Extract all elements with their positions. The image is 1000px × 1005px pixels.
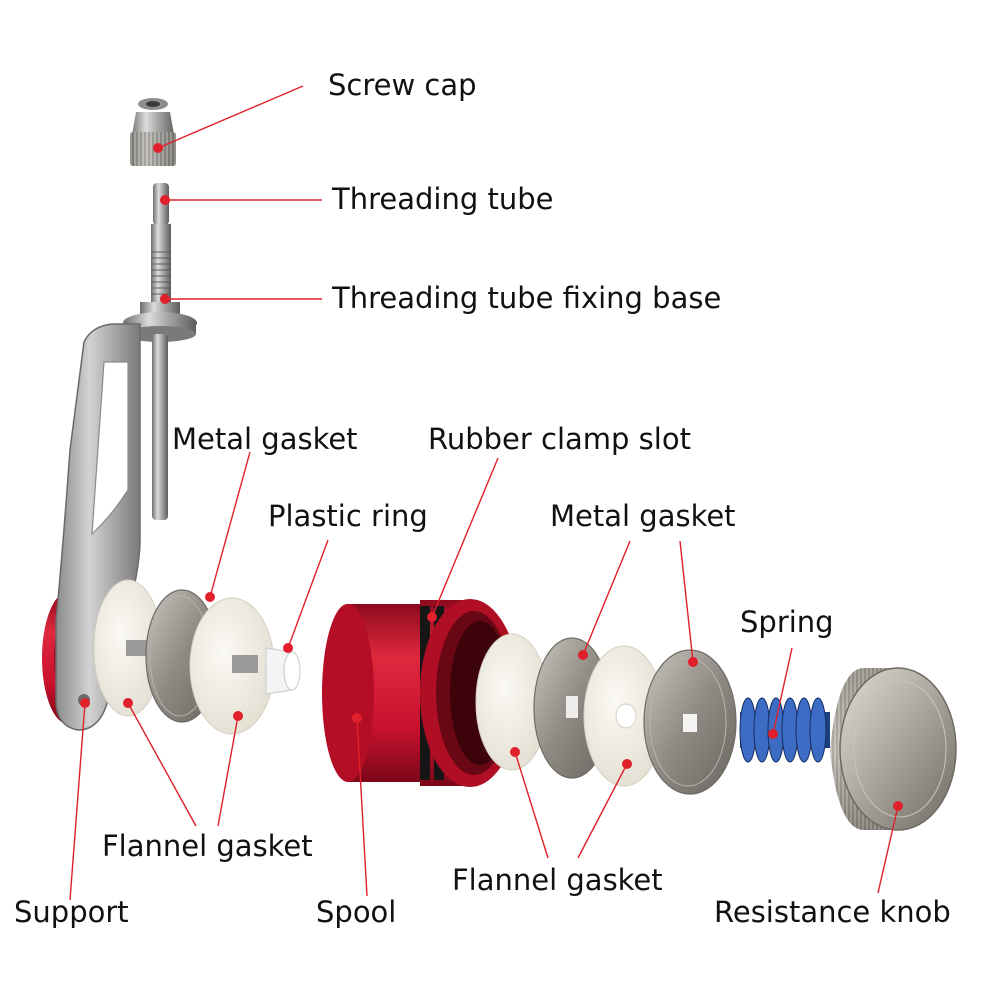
leader-line-plastic-ring [287,539,329,649]
marker-dot-threading-tube-base [160,294,170,304]
threading-tube-part [151,183,171,246]
label-resistance-knob: Resistance knob [714,895,951,929]
spring-part [739,697,830,763]
plastic-ring-part [265,647,301,695]
marker-dot-plastic-ring [283,643,293,653]
label-spool: Spool [316,895,397,929]
leader-lines [69,85,903,901]
label-flannel-gasket-left: Flannel gasket [102,829,313,863]
marker-dot-spool [352,713,362,723]
label-threading-tube-fixing-base: Threading tube fixing base [332,281,722,315]
flannel-gasket-right-2-part [583,645,665,787]
leader-line-flannel-left-a [127,702,197,827]
label-plastic-ring: Plastic ring [268,499,428,533]
label-support: Support [14,895,129,929]
leader-line-flannel-left-b [217,715,239,827]
leader-line-support [69,702,86,901]
label-spring: Spring [740,605,834,639]
leader-line-spool [356,717,368,897]
marker-dot-resistance-knob [893,801,903,811]
flannel-gasket-left-2-part [189,597,275,735]
marker-dot-metal-gasket-r2 [688,657,698,667]
marker-dot-screw-cap [153,143,163,153]
label-threading-tube: Threading tube [332,182,554,216]
metal-gasket-right-2-part [643,649,737,795]
leader-line-spring [772,647,793,735]
leader-line-metal-gasket-r1 [582,540,631,656]
leader-line-rubber-clamp-slot [431,457,499,618]
marker-dot-metal-gasket-r1 [578,650,588,660]
resistance-knob-part [830,667,957,831]
leader-line-flannel-right-a [514,751,549,859]
marker-dot-flannel-right-a [510,747,520,757]
label-flannel-gasket-right: Flannel gasket [452,863,663,897]
screw-cap-part [130,98,176,166]
marker-dot-spring [768,729,778,739]
marker-dot-threading-tube [160,195,170,205]
leader-line-metal-gasket-r2 [679,540,694,663]
marker-dot-flannel-left-b [233,711,243,721]
leader-line-metal-gasket-left [209,451,251,598]
marker-dot-metal-gasket-left [205,592,215,602]
leader-line-flannel-right-b [577,763,628,859]
label-rubber-clamp-slot: Rubber clamp slot [428,422,691,456]
marker-dot-flannel-right-b [622,759,632,769]
marker-dot-flannel-left-a [123,698,133,708]
leader-line-resistance-knob [877,805,899,894]
label-screw-cap: Screw cap [328,68,477,102]
marker-dot-support [80,698,90,708]
marker-dot-rubber-clamp-slot [427,612,437,622]
label-metal-gasket-left: Metal gasket [172,422,358,456]
label-metal-gasket-right: Metal gasket [550,499,736,533]
threading-tube-fixing-base-part [123,244,197,520]
leader-line-screw-cap [157,85,304,149]
